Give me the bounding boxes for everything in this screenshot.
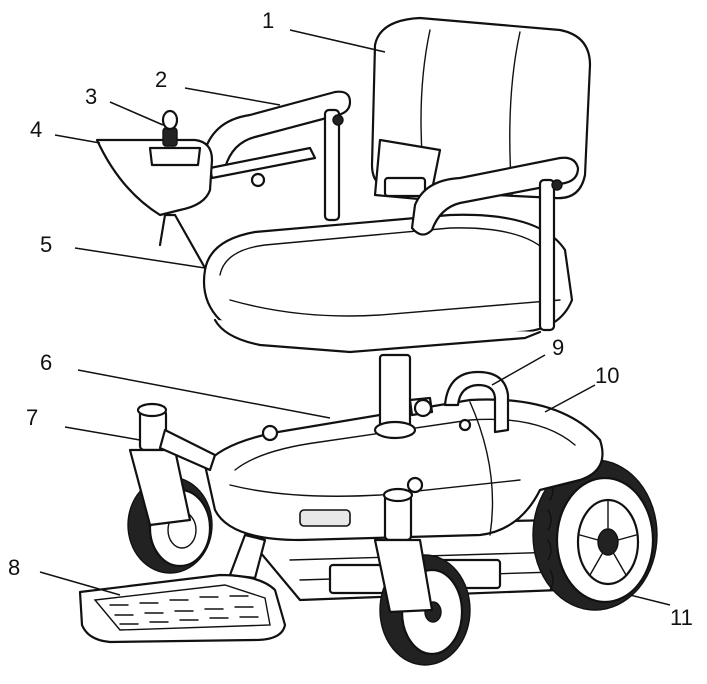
callout-7: 7	[26, 405, 38, 430]
seat-cushion	[202, 213, 574, 354]
right-armrest	[410, 156, 580, 332]
left-armrest	[203, 90, 352, 222]
callout-2: 2	[155, 67, 167, 92]
backrest	[370, 16, 592, 202]
carry-handle	[443, 370, 510, 434]
seat-post	[373, 353, 434, 440]
callout-11: 11	[670, 605, 693, 630]
front-right-caster	[373, 487, 471, 666]
callout-1: 1	[262, 8, 274, 33]
callout-6: 6	[40, 350, 52, 375]
callout-10: 10	[595, 363, 619, 388]
callout-9: 9	[552, 335, 564, 360]
callout-3: 3	[85, 84, 97, 109]
callout-4: 4	[30, 117, 42, 142]
callout-5: 5	[40, 232, 52, 257]
callout-8: 8	[8, 555, 20, 580]
callout-labels: 1 2 3 4 5 6 7 8 9 10 11	[8, 8, 693, 630]
rear-drive-wheel	[532, 459, 658, 611]
footrest	[78, 533, 287, 644]
joystick-controller	[95, 109, 214, 270]
base-shroud	[203, 398, 604, 542]
front-left-caster	[128, 402, 217, 527]
leader-lines	[39, 29, 671, 606]
